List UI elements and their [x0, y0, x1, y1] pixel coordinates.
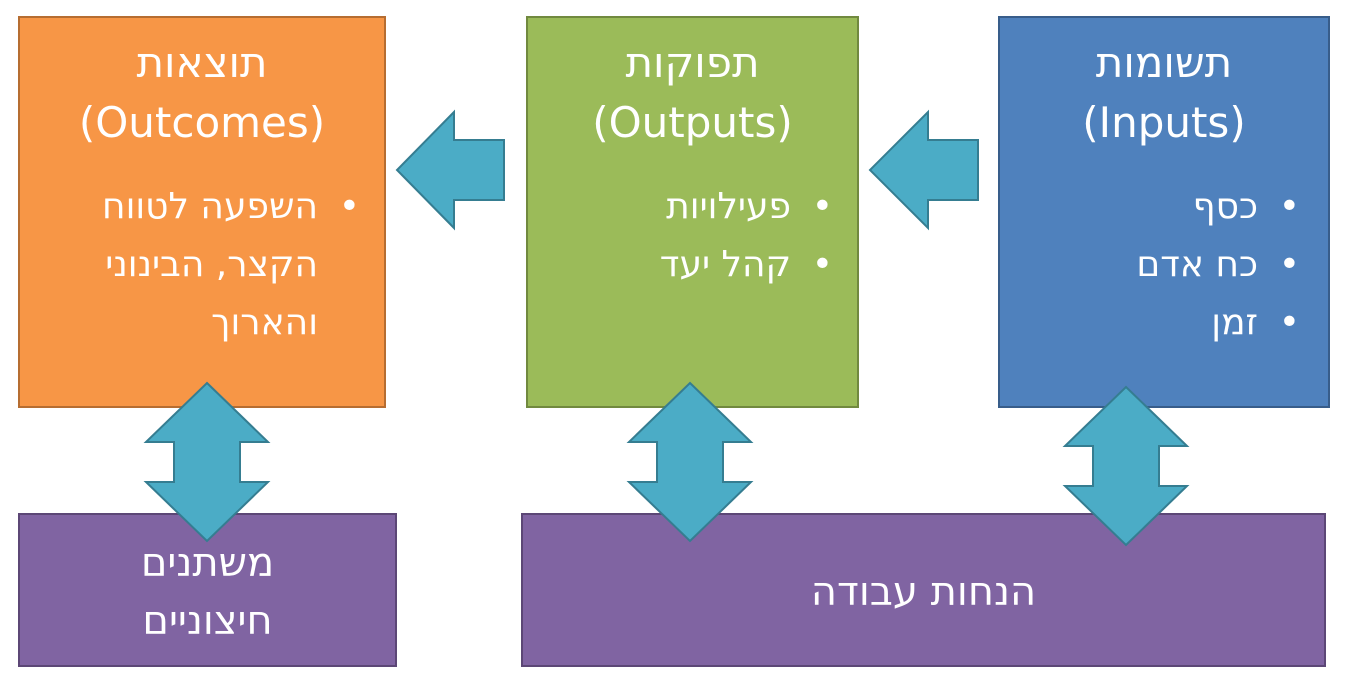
inputs-item-money: •כסף [1136, 178, 1314, 236]
outcomes-item-impact: •השפעה לטווח [102, 178, 374, 236]
outputs-list: •פעילויות •קהל יעד [660, 178, 847, 294]
inputs-title-english: (Inputs) [1082, 98, 1246, 147]
assumptions-label: הנחות עבודה [810, 569, 1037, 615]
inputs-list: •כסף •כח אדם •זמן [1136, 178, 1314, 352]
bullet-icon: • [1278, 302, 1300, 343]
inputs-title-hebrew: תשומות [1095, 38, 1233, 87]
up-down-block-arrow-icon [143, 381, 271, 543]
outputs-title-english: (Outputs) [592, 98, 793, 147]
outputs-item-audience: •קהל יעד [660, 236, 847, 294]
outcomes-title-hebrew: תוצאות [136, 38, 268, 87]
outcomes-list: •השפעה לטווח הקצר, הבינוני והארוך [102, 178, 374, 352]
up-down-block-arrow-icon [626, 381, 754, 543]
outcomes-title-english: (Outcomes) [78, 98, 326, 147]
outputs-title-hebrew: תפוקות [625, 38, 760, 87]
bullet-icon: • [811, 244, 833, 285]
inputs-item-manpower: •כח אדם [1136, 236, 1314, 294]
inputs-item-time: •זמן [1136, 294, 1314, 352]
bullet-icon: • [338, 186, 360, 227]
left-block-arrow-icon [395, 109, 505, 231]
outcomes-item-impact-line2: הקצר, הבינוני [105, 244, 318, 285]
assumptions-box: הנחות עבודה [521, 513, 1326, 667]
bullet-icon: • [811, 186, 833, 227]
outputs-item-activities: •פעילויות [660, 178, 847, 236]
external-factors-line1: משתנים [140, 540, 275, 586]
outcomes-box: תוצאות (Outcomes) •השפעה לטווח הקצר, הבי… [18, 16, 386, 408]
outputs-box: תפוקות (Outputs) •פעילויות •קהל יעד [526, 16, 859, 408]
outcomes-item-impact-line3: והארוך [211, 302, 318, 343]
external-factors-line2: חיצוניים [142, 598, 273, 644]
bullet-icon: • [1278, 186, 1300, 227]
bullet-icon: • [1278, 244, 1300, 285]
up-down-block-arrow-icon [1062, 385, 1190, 547]
left-block-arrow-icon [868, 109, 979, 231]
inputs-box: תשומות (Inputs) •כסף •כח אדם •זמן [998, 16, 1330, 408]
